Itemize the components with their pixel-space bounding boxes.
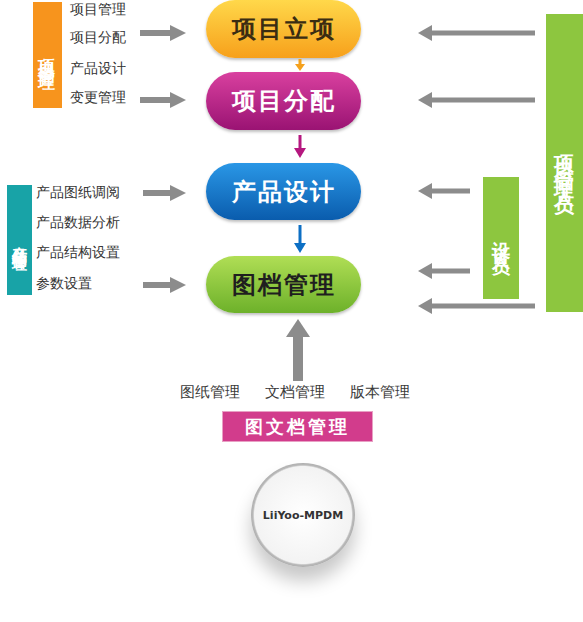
side-item: 参数设置 — [36, 275, 92, 293]
flow-arrow — [286, 319, 310, 381]
title-box: 图文档管理 — [223, 412, 372, 441]
flow-arrow — [294, 135, 306, 158]
node-title: 图文档管理 — [245, 415, 350, 439]
arrow-head — [418, 183, 432, 199]
role-band: 设计人员 — [483, 177, 519, 299]
flow-arrow — [418, 183, 470, 199]
arrow-head — [418, 25, 432, 41]
arrow-head — [294, 243, 306, 253]
arrow-shaft — [143, 282, 172, 288]
side-item: 产品设计 — [70, 60, 126, 78]
side-item: 产品数据分析 — [36, 214, 120, 232]
arrow-shaft — [431, 31, 535, 36]
arrow-shaft — [140, 30, 172, 36]
leader-arrow — [143, 277, 186, 293]
flow-arrow — [418, 25, 535, 41]
arrow-head — [295, 64, 305, 71]
module-group: 图纸管理 文档管理 版本管理图文档管理 — [180, 383, 410, 441]
node-label: 图档管理 — [232, 269, 336, 301]
category-tag: 项目管理 — [33, 2, 62, 108]
leader-arrow — [140, 25, 186, 41]
node-label: 项目分配 — [232, 85, 336, 117]
flow-arrow — [418, 92, 535, 108]
node-label: 产品设计 — [232, 176, 336, 208]
arrow-shaft — [143, 190, 172, 196]
module-item: 文档管理 — [265, 383, 325, 402]
arrow-head — [170, 92, 186, 108]
arrow-shaft — [431, 189, 470, 194]
arrow-head — [286, 319, 310, 337]
node-label: LiiYoo-MPDM — [263, 509, 343, 522]
arrow-head — [170, 185, 186, 201]
module-item: 图纸管理 — [180, 383, 240, 402]
arrow-head — [418, 92, 432, 108]
arrow-head — [170, 25, 186, 41]
arrow-shaft — [299, 135, 302, 149]
arrow-head — [418, 263, 432, 279]
process-pill: 图档管理 — [206, 256, 361, 313]
module-list: 图纸管理 文档管理 版本管理 — [180, 383, 410, 402]
flow-arrow — [418, 298, 535, 314]
module-item: 版本管理 — [350, 383, 410, 402]
leader-arrow — [140, 92, 186, 108]
flow-arrow — [295, 59, 305, 71]
side-item: 项目管理 — [70, 1, 126, 19]
arrow-shaft — [299, 225, 302, 244]
arrow-shaft — [293, 336, 303, 381]
flow-arrow — [418, 263, 470, 279]
arrow-shaft — [140, 97, 172, 103]
node-label: 产品结构管理 — [10, 234, 29, 246]
product-badge: LiiYoo-MPDM — [251, 463, 355, 567]
side-item: 变更管理 — [70, 89, 126, 107]
node-label: 项目管理 — [36, 45, 59, 65]
flow-arrow — [294, 225, 306, 253]
arrow-head — [418, 298, 432, 314]
leader-arrow — [143, 185, 186, 201]
arrow-shaft — [431, 98, 535, 103]
process-pill: 项目分配 — [206, 72, 361, 130]
node-label: 项目管理人员 — [551, 139, 578, 187]
arrow-shaft — [431, 269, 470, 274]
role-band: 项目管理人员 — [546, 14, 583, 312]
arrow-shaft — [299, 59, 302, 65]
side-item: 项目分配 — [70, 29, 126, 47]
process-pill: 项目立项 — [206, 0, 361, 58]
node-label: 设计人员 — [489, 226, 513, 250]
arrow-head — [170, 277, 186, 293]
category-tag: 产品结构管理 — [7, 185, 32, 295]
side-item: 产品图纸调阅 — [36, 184, 120, 202]
process-pill: 产品设计 — [206, 163, 361, 220]
side-item: 产品结构设置 — [36, 244, 120, 262]
arrow-shaft — [431, 304, 535, 309]
arrow-head — [294, 148, 306, 158]
node-label: 项目立项 — [232, 13, 336, 45]
